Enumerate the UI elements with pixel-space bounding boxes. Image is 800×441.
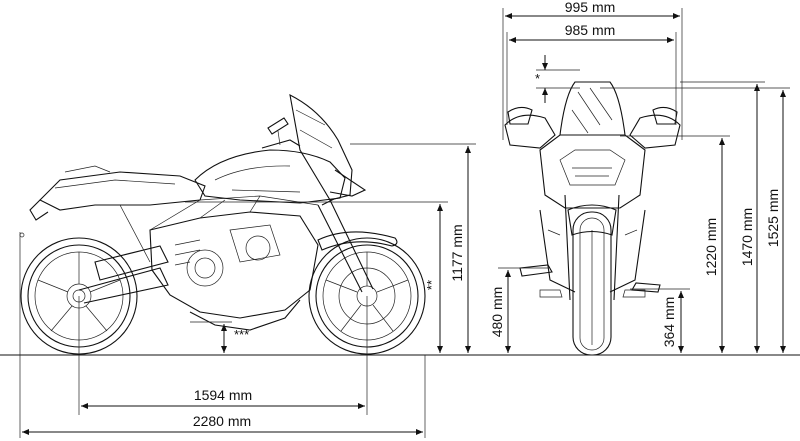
seat-height-label: 1177 mm xyxy=(449,224,465,281)
note-triple-asterisk: *** xyxy=(234,327,249,342)
ground-clearance-front-label: 364 mm xyxy=(661,297,677,348)
side-view-motorcycle xyxy=(19,94,426,355)
width-handlebar-label: 985 mm xyxy=(565,22,616,38)
wheelbase-label: 1594 mm xyxy=(194,387,252,403)
width-mirrors-label: 995 mm xyxy=(565,0,616,15)
note-single-asterisk: * xyxy=(535,71,540,86)
height-mid-label: 1470 mm xyxy=(739,208,755,266)
footpeg-height-label: 480 mm xyxy=(489,287,505,338)
note-double-asterisk: ** xyxy=(424,280,439,290)
side-dimensions: 1594 mm 2280 mm ** 1177 mm *** xyxy=(19,143,476,438)
front-view-motorcycle xyxy=(504,81,681,356)
height-low-label: 1220 mm xyxy=(703,218,719,276)
front-dimensions: 995 mm 985 mm * 1525 mm 1470 mm 1220 mm … xyxy=(489,0,790,353)
length-label: 2280 mm xyxy=(193,413,251,429)
height-max-label: 1525 mm xyxy=(765,189,781,247)
